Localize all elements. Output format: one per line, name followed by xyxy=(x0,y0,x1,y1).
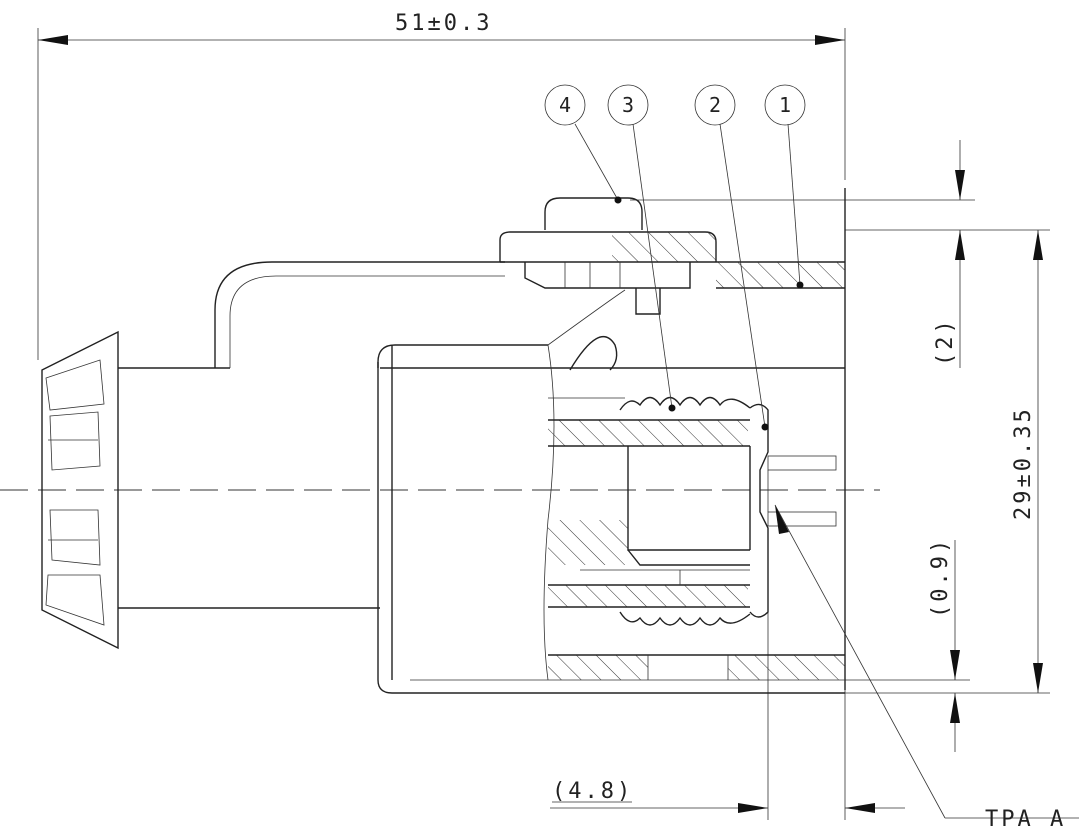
tpa-callout: TPA A xyxy=(774,504,1079,828)
balloon-3: 3 xyxy=(607,84,676,412)
terminal-seal xyxy=(548,396,751,626)
dimension-bottom-offset: (0.9) xyxy=(845,537,970,752)
balloon-3-label: 3 xyxy=(622,93,634,117)
tpa xyxy=(749,403,837,618)
dimension-top-offset: (2) xyxy=(630,140,975,368)
balloon-4-label: 4 xyxy=(559,93,571,117)
tpa-callout-label: TPA A xyxy=(985,807,1066,828)
dimension-height: 29±0.35 xyxy=(845,229,1050,694)
lock-tab xyxy=(499,197,845,315)
overall-length-label: 51±0.3 xyxy=(395,11,492,36)
dimension-overall-length: 51±0.3 xyxy=(37,11,846,360)
top-offset-label: (2) xyxy=(933,317,958,366)
balloon-2: 2 xyxy=(694,84,769,431)
height-label: 29±0.35 xyxy=(1011,406,1036,520)
front-offset-label: (4.8) xyxy=(552,779,633,804)
balloon-4: 4 xyxy=(544,84,622,204)
balloon-1-label: 1 xyxy=(779,93,791,117)
balloon-1: 1 xyxy=(764,84,806,289)
dimension-front-offset: (4.8) xyxy=(550,560,905,820)
rear-strain-relief xyxy=(41,330,380,650)
balloon-2-label: 2 xyxy=(709,93,721,117)
front-housing xyxy=(377,289,845,694)
bottom-offset-label: (0.9) xyxy=(928,537,953,618)
